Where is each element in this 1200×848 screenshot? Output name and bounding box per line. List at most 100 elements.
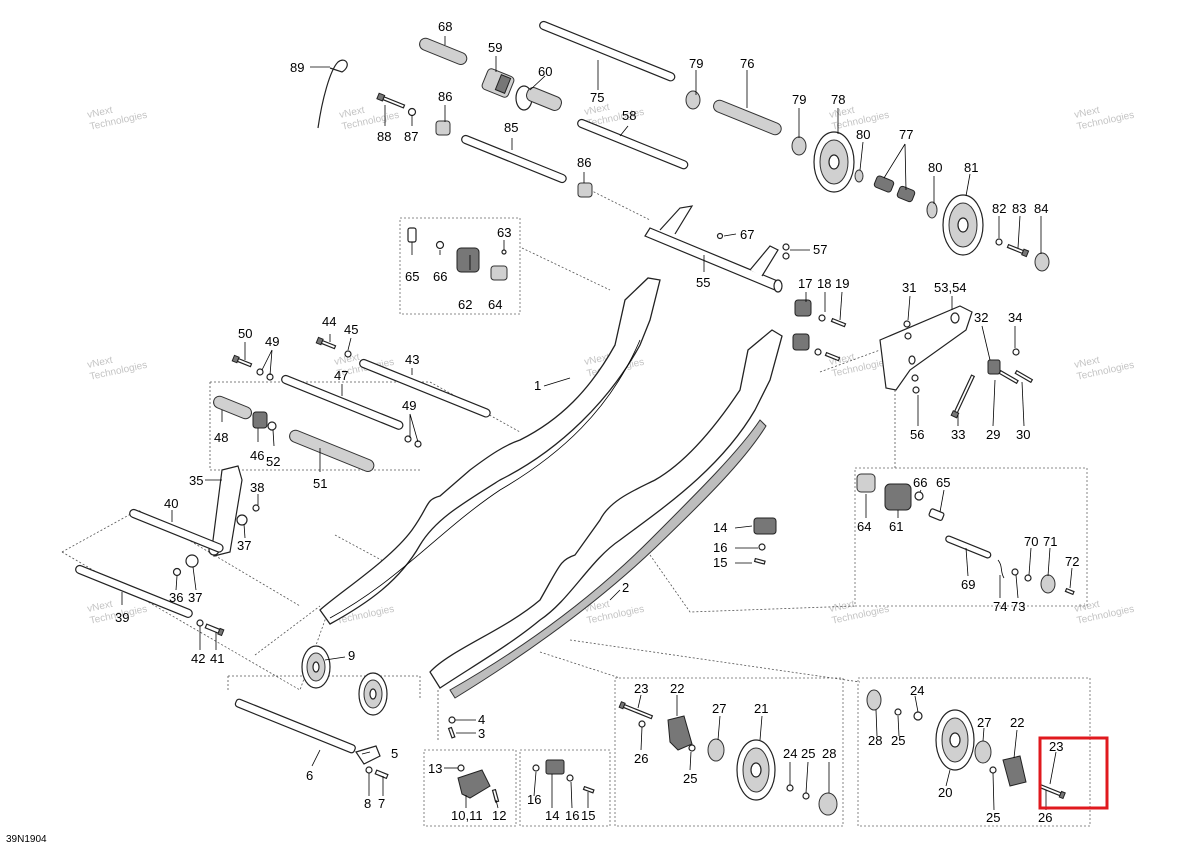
callout-47: 47: [334, 368, 348, 383]
callout-72: 72: [1065, 554, 1079, 569]
callout-82: 82: [992, 201, 1006, 216]
svg-text:vNext: vNext: [1073, 355, 1101, 371]
callout-45: 45: [344, 322, 358, 337]
callout-28: 28: [822, 746, 836, 761]
wheel-9b: [358, 672, 388, 716]
callout-6: 6: [306, 768, 313, 783]
washer-70: [1024, 574, 1032, 582]
washer-18: [818, 314, 826, 322]
washer-8: [365, 766, 373, 774]
callout-36: 36: [169, 590, 183, 605]
callout-79: 79: [689, 56, 703, 71]
callout-41: 41: [210, 651, 224, 666]
callout-25: 25: [683, 771, 697, 786]
callout-35: 35: [189, 473, 203, 488]
leader-lines: [121, 36, 1073, 811]
pin-65b: [928, 508, 945, 521]
shaft-75: [539, 20, 676, 82]
callout-66b: 66: [913, 475, 927, 490]
cap-28b: [866, 689, 882, 711]
svg-text:vNext: vNext: [86, 355, 114, 371]
guide-line: [334, 534, 386, 563]
callout-27b: 27: [977, 715, 991, 730]
callout-18: 18: [817, 276, 831, 291]
washer-49: [256, 368, 264, 376]
callout-84: 84: [1034, 201, 1048, 216]
washer-25c: [894, 708, 902, 716]
callout-12: 12: [492, 808, 506, 823]
spring-89: [317, 59, 348, 129]
nut-31b: [904, 332, 912, 340]
bushing-60: [515, 85, 563, 111]
callout-31: 31: [902, 280, 916, 295]
bolt-33: [950, 374, 976, 419]
bolt-83: [1006, 243, 1030, 258]
callout-25b: 25: [801, 746, 815, 761]
callout-49b: 49: [402, 398, 416, 413]
callout-75: 75: [590, 90, 604, 105]
nut-4: [448, 716, 456, 724]
nut-26: [638, 720, 646, 728]
callout-88: 88: [377, 129, 391, 144]
callout-66: 66: [433, 269, 447, 284]
washer-24b: [913, 711, 923, 721]
bracket-22: [667, 715, 693, 751]
guide-line: [589, 189, 651, 221]
bolt-88: [376, 92, 406, 109]
washer-56: [911, 374, 919, 382]
callout-24: 24: [783, 746, 797, 761]
parts: [75, 20, 1075, 816]
callout-32: 32: [974, 310, 988, 325]
svg-text:vNext: vNext: [338, 105, 366, 121]
bushing-61: [884, 483, 912, 511]
callout-55: 55: [696, 275, 710, 290]
nut-45: [344, 350, 352, 358]
shaft-69: [945, 535, 992, 559]
axle-6: [234, 698, 356, 754]
callout-50: 50: [238, 326, 252, 341]
callout-49: 49: [265, 334, 279, 349]
washer-66b: [914, 491, 924, 501]
callout-10-11: 10,11: [451, 808, 483, 823]
bushing-46: [252, 411, 268, 429]
wheel-21: [736, 739, 776, 801]
callout-74: 74: [993, 599, 1007, 614]
callout-77: 77: [899, 127, 913, 142]
guide-line: [649, 554, 856, 613]
washer-56b: [912, 386, 920, 394]
callout-79b: 79: [792, 92, 806, 107]
callout-73: 73: [1011, 599, 1025, 614]
svg-text:vNext: vNext: [86, 105, 114, 121]
nut-87: [407, 107, 417, 117]
bearing-71: [1040, 574, 1056, 594]
callout-65b: 65: [936, 475, 950, 490]
callout-86: 86: [438, 89, 452, 104]
nut-25d: [989, 766, 997, 774]
callout-56: 56: [910, 427, 924, 442]
callout-71: 71: [1043, 534, 1057, 549]
callout-17: 17: [798, 276, 812, 291]
nut-25b: [802, 792, 810, 800]
washer-16a: [532, 764, 540, 772]
bushing-86b: [577, 182, 593, 198]
screw-15b: [753, 557, 766, 565]
callout-46: 46: [250, 448, 264, 463]
callout-78: 78: [831, 92, 845, 107]
screw-19b: [824, 351, 841, 362]
callout-83: 83: [1012, 201, 1026, 216]
plate-5: [355, 745, 381, 765]
washer-66: [435, 240, 445, 250]
crossbar-55: [644, 205, 783, 293]
bushing-86: [435, 120, 451, 136]
cap-84: [1034, 252, 1050, 272]
callout-22b: 22: [1010, 715, 1024, 730]
wheel-81: [942, 194, 984, 256]
callout-89: 89: [290, 60, 304, 75]
callout-5: 5: [391, 746, 398, 761]
callout-13: 13: [428, 761, 442, 776]
callout-25c: 25: [891, 733, 905, 748]
callout-81: 81: [964, 160, 978, 175]
callout-40: 40: [164, 496, 178, 511]
